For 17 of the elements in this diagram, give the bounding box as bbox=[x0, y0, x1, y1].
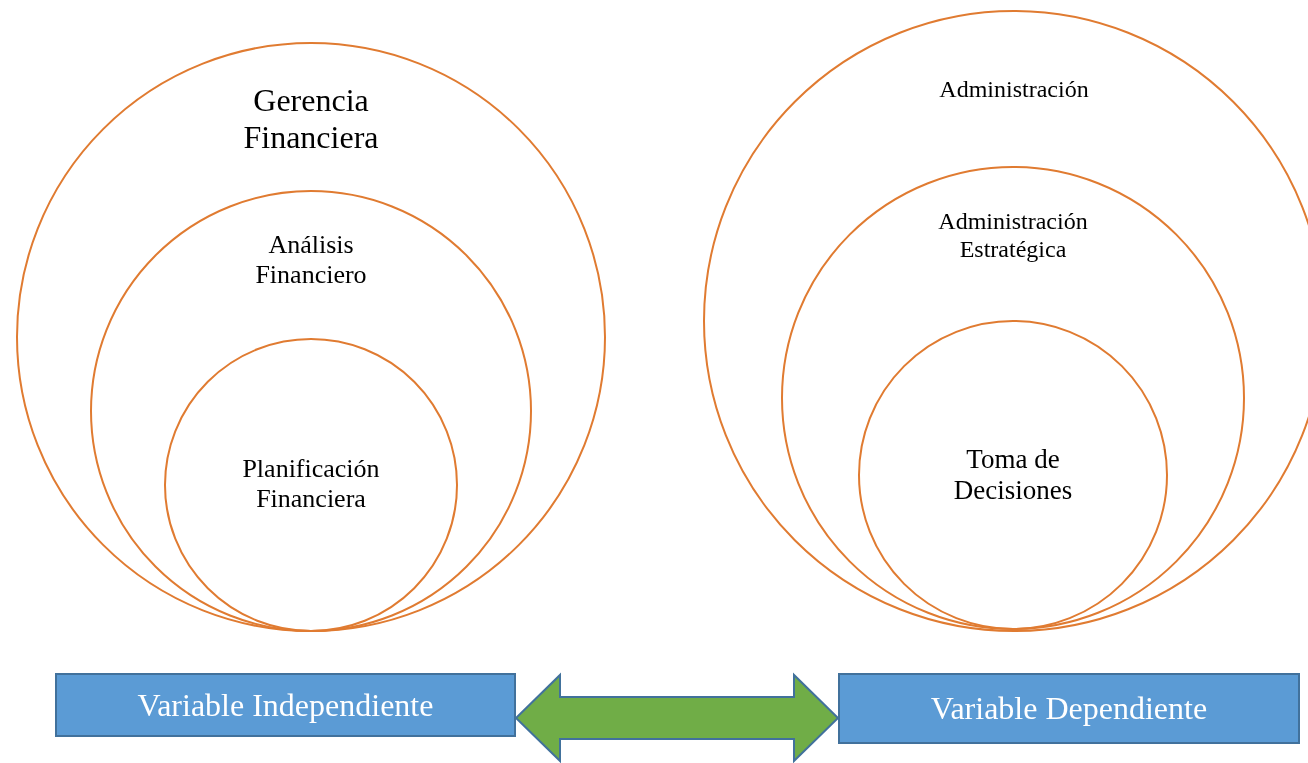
circle-label: Gerencia Financiera bbox=[242, 82, 380, 156]
circle-label: Análisis Financiero bbox=[254, 230, 368, 290]
variable-label: Variable Independiente bbox=[137, 686, 434, 724]
concentric-circle bbox=[781, 166, 1245, 630]
concentric-circle bbox=[858, 320, 1168, 630]
circle-label: Planificación Financiera bbox=[241, 454, 381, 514]
variable-label: Variable Dependiente bbox=[930, 690, 1208, 727]
circle-label: Administración Estratégica bbox=[937, 208, 1089, 264]
circle-label: Administración bbox=[938, 76, 1090, 104]
concentric-circle bbox=[164, 338, 458, 632]
variable-box bbox=[838, 673, 1300, 744]
concentric-circle bbox=[703, 10, 1308, 632]
concentric-circle bbox=[90, 190, 532, 632]
concentric-circle bbox=[16, 42, 606, 632]
circle-label: Toma de Decisiones bbox=[952, 444, 1074, 507]
variable-box bbox=[55, 673, 516, 737]
double-arrow bbox=[514, 672, 840, 763]
